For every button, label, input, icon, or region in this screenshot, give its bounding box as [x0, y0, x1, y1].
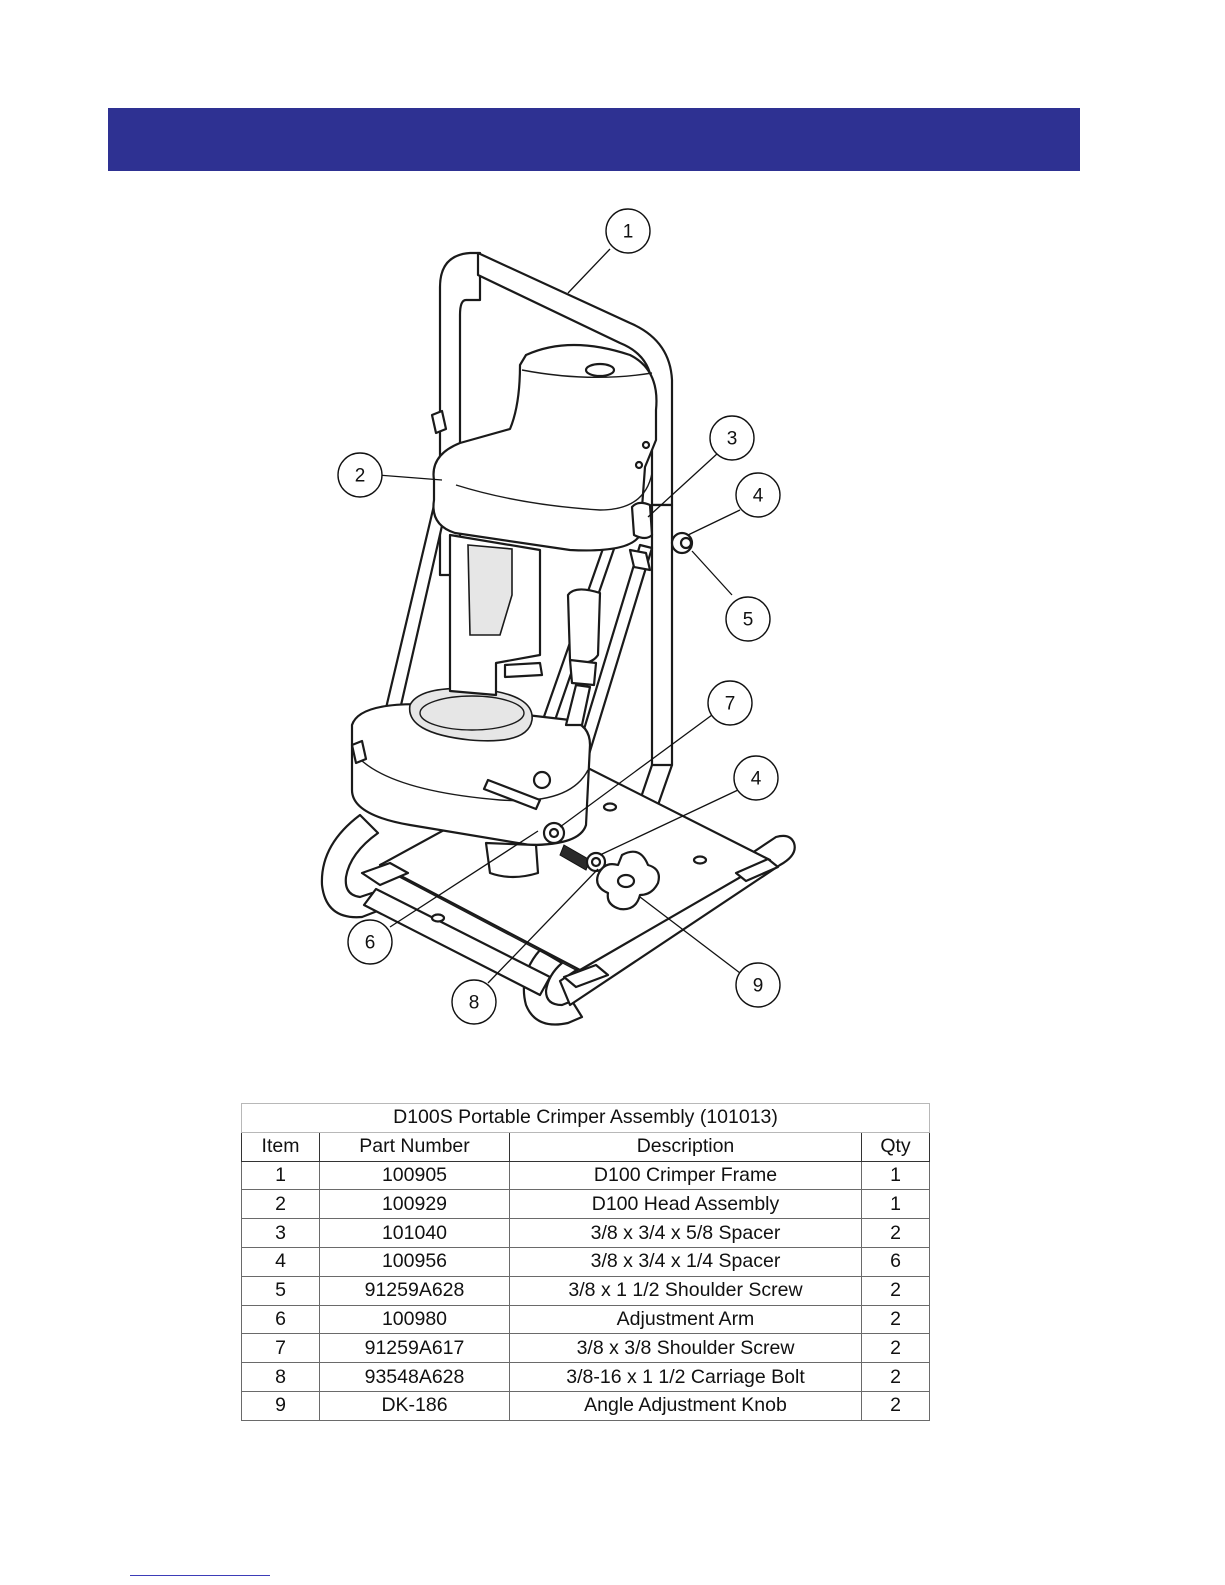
balloon-6: 6 [347, 919, 393, 965]
cell-item: 6 [241, 1304, 320, 1335]
cell-item: 5 [241, 1275, 320, 1306]
col-header-item: Item [241, 1131, 320, 1162]
balloon-label: 9 [753, 976, 764, 997]
cell-part-number: 100956 [319, 1246, 510, 1277]
footer-rule [130, 1575, 270, 1576]
cell-description: 3/8 x 1 1/2 Shoulder Screw [509, 1275, 862, 1306]
col-header-qty: Qty [860, 1131, 931, 1162]
cell-item: 8 [241, 1362, 320, 1392]
cell-qty: 1 [860, 1189, 931, 1220]
col-header-description: Description [509, 1131, 862, 1162]
cell-qty: 2 [860, 1333, 931, 1364]
balloon-4-upper: 4 [735, 472, 781, 518]
balloon-label: 5 [743, 610, 754, 631]
balloon-label: 2 [355, 466, 366, 487]
cell-description: D100 Head Assembly [509, 1189, 862, 1220]
balloon-5: 5 [725, 596, 771, 642]
cell-description: Angle Adjustment Knob [509, 1390, 862, 1421]
balloon-4-lower: 4 [733, 755, 779, 801]
cell-part-number: 101040 [319, 1218, 510, 1248]
cell-part-number: 100929 [319, 1189, 510, 1220]
cell-qty: 6 [860, 1246, 931, 1277]
cell-item: 9 [241, 1390, 320, 1421]
balloon-9: 9 [735, 962, 781, 1008]
cell-part-number: 100905 [319, 1160, 510, 1191]
cell-qty: 2 [860, 1362, 931, 1392]
table-header-row: Item Part Number Description Qty [241, 1131, 931, 1162]
cell-item: 4 [241, 1246, 320, 1277]
cell-part-number: 91259A617 [319, 1333, 510, 1364]
col-header-part-number: Part Number [319, 1131, 510, 1162]
cell-qty: 1 [860, 1160, 931, 1191]
leader-lines [377, 248, 741, 984]
cell-item: 3 [241, 1218, 320, 1248]
exploded-view-svg: 1 2 3 4 5 7 4 6 9 8 [320, 208, 796, 1026]
balloon-label: 4 [753, 486, 764, 507]
balloon-label: 4 [751, 769, 762, 790]
parts-list-table: D100S Portable Crimper Assembly (101013)… [240, 1103, 931, 1421]
balloon-3: 3 [709, 415, 755, 461]
cell-description: 3/8 x 3/4 x 1/4 Spacer [509, 1246, 862, 1277]
angle-adjustment-knob [596, 850, 660, 911]
cell-description: 3/8 x 3/8 Shoulder Screw [509, 1333, 862, 1364]
table-title: D100S Portable Crimper Assembly (101013) [240, 1103, 931, 1133]
cell-item: 1 [241, 1160, 320, 1191]
cell-qty: 2 [860, 1275, 931, 1306]
spacers-screws [542, 501, 694, 873]
table-title-row: D100S Portable Crimper Assembly (101013) [240, 1103, 931, 1133]
crimper-frame [320, 251, 796, 1026]
balloon-2: 2 [337, 452, 383, 498]
cell-item: 7 [241, 1333, 320, 1364]
cell-description: 3/8 x 3/4 x 5/8 Spacer [509, 1218, 862, 1248]
balloon-8: 8 [451, 979, 497, 1025]
balloon-7: 7 [707, 680, 753, 726]
head-assembly [350, 343, 658, 879]
balloon-label: 8 [469, 993, 480, 1014]
balloon-label: 6 [365, 933, 376, 954]
cell-part-number: 93548A628 [319, 1362, 510, 1392]
balloon-label: 1 [623, 222, 634, 243]
cell-description: D100 Crimper Frame [509, 1160, 862, 1191]
cell-description: Adjustment Arm [509, 1304, 862, 1335]
balloon-1: 1 [605, 208, 651, 254]
cell-qty: 2 [860, 1304, 931, 1335]
cell-part-number: DK-186 [319, 1390, 510, 1421]
assembly-drawing: 1 2 3 4 5 7 4 6 9 8 [300, 205, 820, 1045]
cell-item: 2 [241, 1189, 320, 1220]
cell-qty: 2 [860, 1390, 931, 1421]
cell-part-number: 100980 [319, 1304, 510, 1335]
cell-qty: 2 [860, 1218, 931, 1248]
balloon-label: 7 [725, 694, 736, 715]
cell-description: 3/8-16 x 1 1/2 Carriage Bolt [509, 1362, 862, 1392]
cell-part-number: 91259A628 [319, 1275, 510, 1306]
balloon-label: 3 [727, 429, 738, 450]
header-band [108, 108, 1080, 171]
